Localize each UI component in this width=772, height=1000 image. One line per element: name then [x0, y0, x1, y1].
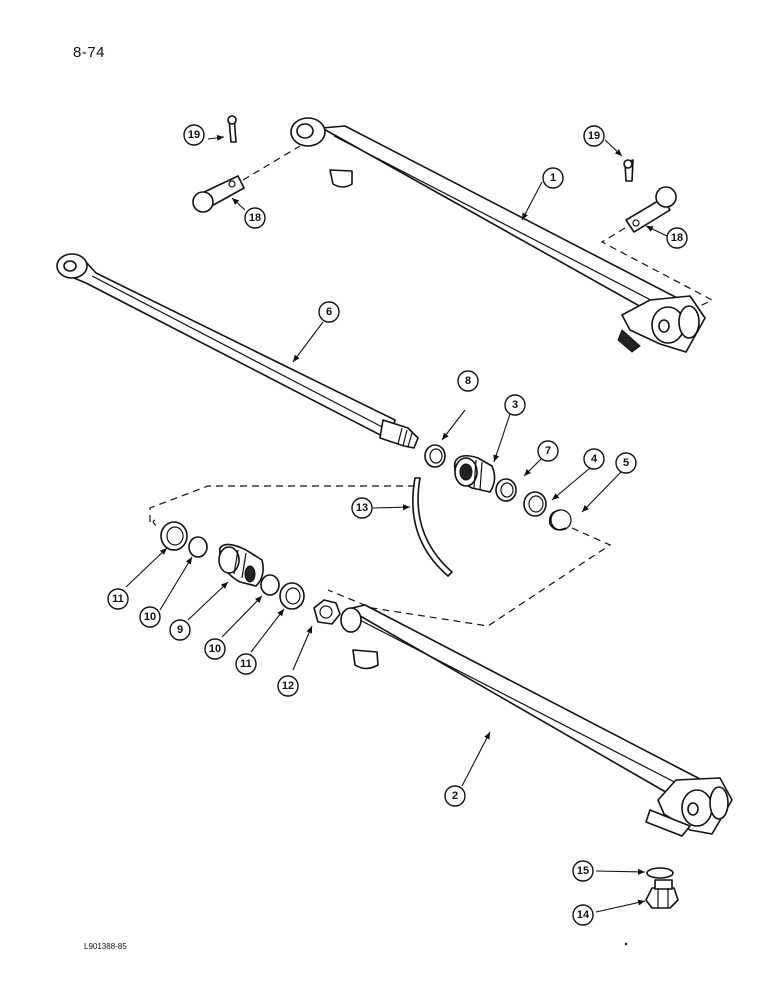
callout-10-right: 10	[204, 638, 226, 660]
wear-strip-13	[412, 477, 453, 577]
callout-11-right: 11	[235, 653, 257, 675]
svg-text:1: 1	[550, 172, 556, 184]
svg-text:11: 11	[240, 658, 252, 670]
piston-rod	[56, 253, 419, 449]
svg-text:10: 10	[144, 611, 156, 623]
cylinder-barrel-upper	[290, 117, 706, 353]
cotter-pin-19-left	[227, 115, 237, 143]
svg-text:6: 6	[326, 306, 332, 318]
svg-text:9: 9	[177, 624, 183, 636]
callout-15: 15	[572, 860, 594, 882]
callout-18-left: 18	[244, 207, 266, 229]
cotter-pin-19-right	[623, 159, 634, 182]
svg-text:10: 10	[209, 643, 221, 655]
nut-12	[313, 599, 341, 625]
callout-5: 5	[615, 452, 637, 474]
callout-7: 7	[537, 440, 559, 462]
svg-text:13: 13	[356, 502, 368, 514]
callout-19-right: 19	[583, 125, 605, 147]
callout-12: 12	[277, 675, 299, 697]
svg-text:11: 11	[112, 593, 124, 605]
seal-8	[424, 444, 446, 468]
seal-kit-boundary	[149, 485, 612, 627]
callout-6: 6	[318, 301, 340, 323]
gland-3	[453, 454, 496, 493]
callout-4: 4	[583, 448, 605, 470]
ring-4	[523, 491, 547, 517]
leader-lines	[125, 134, 668, 913]
svg-text:12: 12	[282, 680, 294, 692]
callout-19-left: 19	[183, 124, 205, 146]
svg-text:4: 4	[591, 453, 598, 465]
callout-10-left: 10	[139, 606, 161, 628]
callout-13: 13	[351, 497, 373, 519]
callout-18-right: 18	[666, 227, 688, 249]
callout-14: 14	[572, 904, 594, 926]
svg-text:18: 18	[249, 212, 261, 224]
callout-9: 9	[169, 619, 191, 641]
clevis-pin-18-right	[625, 186, 677, 233]
svg-text:3: 3	[512, 399, 518, 411]
cylinder-barrel-lower	[340, 604, 733, 837]
ring-11-left	[160, 521, 188, 551]
svg-text:19: 19	[188, 129, 200, 141]
svg-text:2: 2	[452, 790, 458, 802]
svg-text:7: 7	[545, 445, 551, 457]
page-number: 8-74	[73, 44, 106, 61]
svg-text:15: 15	[577, 865, 589, 877]
ring-7	[495, 478, 517, 502]
svg-text:18: 18	[671, 232, 683, 244]
svg-text:5: 5	[623, 457, 629, 469]
plug-14	[645, 879, 679, 909]
pin-alignment-dashed-left	[242, 145, 301, 181]
ring-10-right	[260, 574, 280, 596]
pin-alignment-dashed-right	[600, 227, 714, 307]
callout-8: 8	[457, 370, 479, 392]
svg-text:19: 19	[588, 130, 600, 142]
o-ring-15	[646, 867, 674, 879]
piston-9	[218, 543, 264, 587]
ring-10-left	[188, 536, 208, 558]
callout-3: 3	[504, 394, 526, 416]
stray-dot	[624, 942, 628, 946]
callout-2: 2	[444, 785, 466, 807]
clevis-pin-18-left	[192, 175, 245, 213]
callout-1: 1	[542, 167, 564, 189]
snap-ring-5	[548, 509, 572, 531]
callout-11-left: 11	[107, 588, 129, 610]
svg-text:8: 8	[465, 375, 471, 387]
illustration-reference-code: L901388-85	[84, 942, 127, 951]
ring-11-right	[279, 582, 305, 610]
svg-text:14: 14	[577, 909, 590, 921]
